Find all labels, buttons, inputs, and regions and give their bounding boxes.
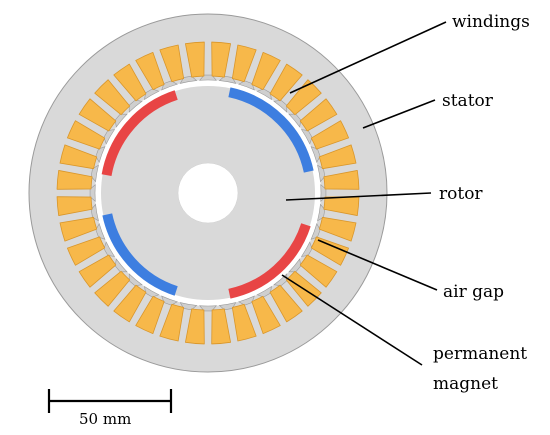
stator-tooth-tip — [317, 164, 326, 183]
stator-tooth-tip — [90, 203, 99, 222]
scale-bar: 50 mm — [47, 389, 173, 428]
stator-tooth-tip — [288, 113, 302, 128]
winding-slot — [251, 295, 281, 334]
winding-slot — [310, 120, 349, 150]
stator-leader-line — [362, 99, 436, 129]
stator-tooth-tip — [179, 302, 198, 311]
winding-slot — [318, 216, 357, 242]
winding-slot — [113, 63, 147, 102]
permanent-magnet-leader-line — [281, 274, 423, 366]
stator-tooth-tip — [161, 80, 178, 91]
permanent-magnets — [101, 87, 314, 299]
stator-tooth-tip — [144, 285, 160, 298]
winding-slot — [59, 216, 98, 242]
stator-tooth-tip — [114, 258, 128, 273]
stator-label: stator — [442, 91, 494, 111]
stator-tooth-tip — [95, 223, 106, 240]
stator-tooth-tip — [95, 146, 106, 163]
winding-slot — [135, 295, 165, 334]
winding-slot — [269, 63, 303, 102]
winding-slot — [67, 120, 106, 150]
scale-bar-label: 50 mm — [79, 410, 131, 428]
stator-tooth-tip — [128, 273, 143, 287]
permanent-magnet-label-line2: magnet — [433, 374, 498, 394]
windings-group — [56, 41, 360, 345]
winding-slot — [113, 284, 147, 323]
permanent-magnet-arc — [101, 90, 178, 177]
stator-tooth-tip — [238, 80, 255, 91]
stator-tooth-tip — [300, 241, 313, 257]
winding-slot — [59, 144, 98, 170]
stator-tooth-tip — [256, 88, 272, 101]
winding-slot — [56, 196, 93, 216]
winding-slot — [269, 284, 303, 323]
winding-slot — [299, 98, 338, 132]
stator-tooth-tip — [90, 164, 99, 183]
stator-tooth-tip — [300, 129, 313, 145]
stator-tooth-tip — [103, 129, 116, 145]
winding-slot — [318, 144, 357, 170]
air-gap-label: air gap — [443, 282, 504, 302]
stator-tooth-tip — [114, 113, 128, 128]
winding-slot — [211, 41, 231, 78]
winding-slot — [211, 308, 231, 345]
winding-slot — [323, 170, 360, 190]
stator-tooth-tip — [103, 241, 116, 257]
winding-slot — [285, 79, 322, 116]
winding-slot — [231, 44, 257, 83]
air-gap-leader-line — [317, 239, 438, 291]
winding-slot — [135, 52, 165, 91]
stator-tooth-tip — [310, 146, 321, 163]
stator-tooth-tip — [288, 258, 302, 273]
permanent-magnet-arc — [102, 213, 178, 296]
rotor-leader-line — [285, 192, 432, 201]
stator-tooth-tip — [218, 75, 237, 84]
winding-slot — [159, 44, 185, 83]
winding-slot — [251, 52, 281, 91]
windings-label: windings — [452, 12, 530, 32]
stator-tooth-tip — [218, 302, 237, 311]
winding-slot — [78, 254, 117, 288]
permanent-magnet-arc — [228, 223, 311, 299]
winding-slot — [185, 308, 205, 345]
windings-leader-line — [289, 21, 447, 94]
winding-slot — [299, 254, 338, 288]
winding-slot — [323, 196, 360, 216]
winding-slot — [159, 303, 185, 342]
stator-tooth-tip — [256, 285, 272, 298]
winding-slot — [185, 41, 205, 78]
winding-slot — [310, 236, 349, 266]
winding-slot — [78, 98, 117, 132]
rotor-label: rotor — [439, 184, 483, 204]
winding-slot — [231, 303, 257, 342]
stator-tooth-tip — [317, 203, 326, 222]
stator-tooth-tip — [310, 223, 321, 240]
stator-tooth-tip — [144, 88, 160, 101]
winding-slot — [94, 270, 131, 307]
permanent-magnet-label-line1: permanent — [433, 344, 527, 364]
shaft-hole — [177, 162, 239, 224]
permanent-magnet-arc — [228, 87, 314, 173]
stator-tooth-tip — [238, 295, 255, 306]
stator-tooth-tip — [128, 99, 143, 113]
stator-tooth-tip — [161, 295, 178, 306]
stator-tooth-tip — [273, 273, 288, 287]
stator-tooth-tip — [273, 99, 288, 113]
winding-slot — [94, 79, 131, 116]
winding-slot — [56, 170, 93, 190]
winding-slot — [67, 236, 106, 266]
stator-tooth-tip — [179, 75, 198, 84]
